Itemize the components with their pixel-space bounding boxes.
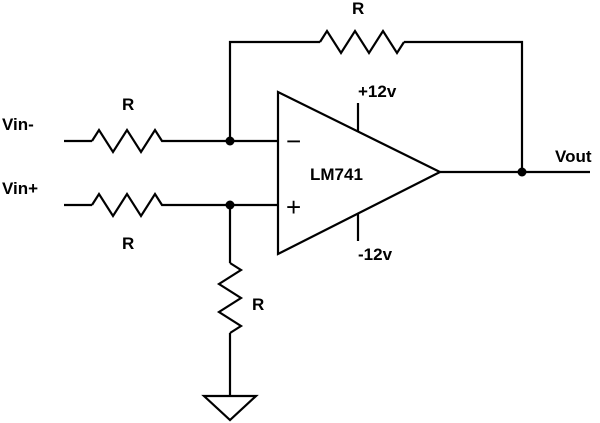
input-resistor-plus-label: R (122, 234, 134, 253)
input-resistor-plus (91, 191, 169, 219)
feedback-resistor-label: R (352, 0, 364, 18)
input-resistor-minus-label: R (122, 95, 134, 114)
inverting-pin-sign: − (286, 126, 301, 156)
negative-supply-label: -12v (358, 245, 393, 264)
vin-plus-label: Vin+ (2, 179, 38, 198)
feedback-wire-left (228, 40, 320, 141)
feedback-wire-right (404, 40, 524, 172)
ground-resistor (216, 262, 244, 334)
feedback-resistor (319, 28, 405, 56)
noninverting-pin-sign: + (286, 192, 301, 222)
ground-resistor-label: R (252, 295, 264, 314)
positive-supply-label: +12v (358, 82, 397, 101)
vout-label: Vout (555, 147, 592, 166)
output-node (517, 167, 527, 177)
vin-minus-label: Vin- (2, 115, 34, 134)
input-resistor-minus (91, 127, 169, 155)
opamp-part-label: LM741 (310, 165, 363, 184)
ground-icon (201, 394, 259, 422)
junction-node-inverting (225, 136, 235, 146)
